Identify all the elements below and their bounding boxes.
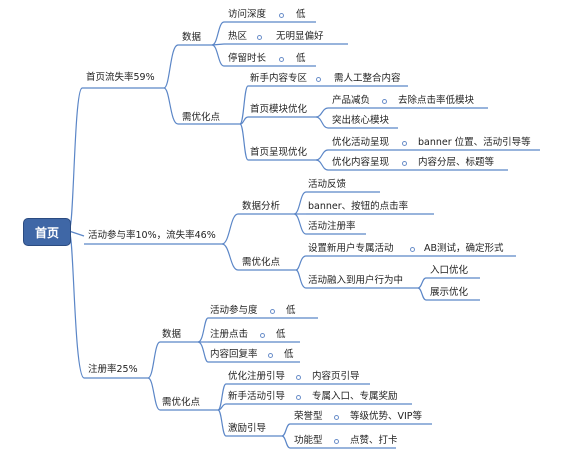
- node-b3-newact[interactable]: 新手活动引导: [228, 391, 286, 402]
- node-b3-guide-v[interactable]: 内容页引导: [312, 371, 360, 382]
- connector-dot-icon: [402, 161, 407, 166]
- node-b3-opt[interactable]: 需优化点: [162, 397, 201, 408]
- node-b1-stay[interactable]: 停留时长: [228, 53, 267, 64]
- node-b3-honor-v[interactable]: 等级优势、VIP等: [350, 411, 423, 422]
- node-b1-prod[interactable]: 产品减负: [332, 95, 371, 106]
- connector-dot-icon: [257, 35, 262, 40]
- node-b3-guide[interactable]: 优化注册引导: [228, 371, 286, 382]
- connector-dot-icon: [260, 333, 265, 338]
- node-b3-part-v[interactable]: 低: [286, 305, 296, 316]
- node-b1-hot[interactable]: 热区: [228, 31, 248, 42]
- connector-dot-icon: [334, 439, 339, 444]
- node-b3-reply-v[interactable]: 低: [284, 349, 294, 360]
- node-b1-hot-v[interactable]: 无明显偏好: [276, 31, 324, 42]
- node-b3-honor[interactable]: 荣誉型: [294, 411, 323, 422]
- node-b1-data[interactable]: 数据: [182, 32, 202, 43]
- node-b2-zone[interactable]: 设置新用户专属活动: [308, 243, 394, 254]
- node-b1-opt[interactable]: 需优化点: [182, 112, 221, 123]
- node-b1-new-v[interactable]: 需人工整合内容: [334, 73, 401, 84]
- edge-root-b1: [68, 87, 83, 232]
- connector-dot-icon: [410, 247, 415, 252]
- connector-dot-icon: [402, 141, 407, 146]
- node-b1-depth-v[interactable]: 低: [296, 9, 306, 20]
- node-b2-merge[interactable]: 活动融入到用户行为中: [308, 275, 404, 286]
- node-b2-ctr[interactable]: banner、按钮的点击率: [308, 201, 409, 212]
- connector-dot-icon: [334, 415, 339, 420]
- node-b1-new[interactable]: 新手内容专区: [250, 73, 308, 84]
- node-b3[interactable]: 注册率25%: [88, 364, 138, 375]
- node-b2-show[interactable]: 展示优化: [430, 287, 469, 298]
- root-node[interactable]: 首页: [23, 218, 71, 246]
- node-b2-fb[interactable]: 活动反馈: [308, 179, 347, 190]
- node-b3-part[interactable]: 活动参与度: [210, 305, 258, 316]
- node-b3-click-v[interactable]: 低: [276, 329, 286, 340]
- node-b3-data[interactable]: 数据: [162, 329, 182, 340]
- edge-root-b3: [68, 230, 85, 379]
- connector-dot-icon: [296, 395, 301, 400]
- node-b1-act-v[interactable]: banner 位置、活动引导等: [418, 137, 531, 148]
- node-b3-func-v[interactable]: 点赞、打卡: [350, 435, 398, 446]
- node-b1-prod-v[interactable]: 去除点击率低模块: [398, 95, 475, 106]
- connector-dot-icon: [268, 353, 273, 358]
- node-b2-opt[interactable]: 需优化点: [242, 257, 281, 268]
- node-b2[interactable]: 活动参与率10%，流失率46%: [88, 230, 216, 241]
- node-b3-func[interactable]: 功能型: [294, 435, 323, 446]
- node-b1-depth[interactable]: 访问深度: [228, 9, 267, 20]
- node-b2-zone-v[interactable]: AB测试，确定形式: [424, 243, 504, 254]
- edge-root-b2: [68, 230, 85, 237]
- node-b1[interactable]: 首页流失率59%: [86, 72, 155, 83]
- node-b1-content[interactable]: 优化内容呈现: [332, 157, 390, 168]
- node-b3-click[interactable]: 注册点击: [210, 329, 249, 340]
- node-b3-reply[interactable]: 内容回复率: [210, 349, 258, 360]
- node-b1-stay-v[interactable]: 低: [296, 53, 306, 64]
- connector-dot-icon: [382, 99, 387, 104]
- node-b1-core[interactable]: 突出核心模块: [332, 115, 390, 126]
- node-b2-reg[interactable]: 活动注册率: [308, 221, 356, 232]
- node-b2-analysis[interactable]: 数据分析: [242, 201, 281, 212]
- node-b3-incent[interactable]: 激励引导: [228, 423, 267, 434]
- node-b3-newact-v[interactable]: 专属入口、专属奖励: [312, 391, 398, 402]
- connector-dot-icon: [296, 375, 301, 380]
- node-b1-act[interactable]: 优化活动呈现: [332, 137, 390, 148]
- connector-dot-icon: [279, 57, 284, 62]
- connector-dot-icon: [279, 13, 284, 18]
- node-b1-present[interactable]: 首页呈现优化: [250, 147, 308, 158]
- connector-dot-icon: [270, 309, 275, 314]
- node-b2-entry[interactable]: 入口优化: [430, 265, 469, 276]
- connector-dot-icon: [316, 77, 321, 82]
- node-b1-module[interactable]: 首页模块优化: [250, 104, 308, 115]
- node-b1-content-v[interactable]: 内容分层、标题等: [418, 157, 495, 168]
